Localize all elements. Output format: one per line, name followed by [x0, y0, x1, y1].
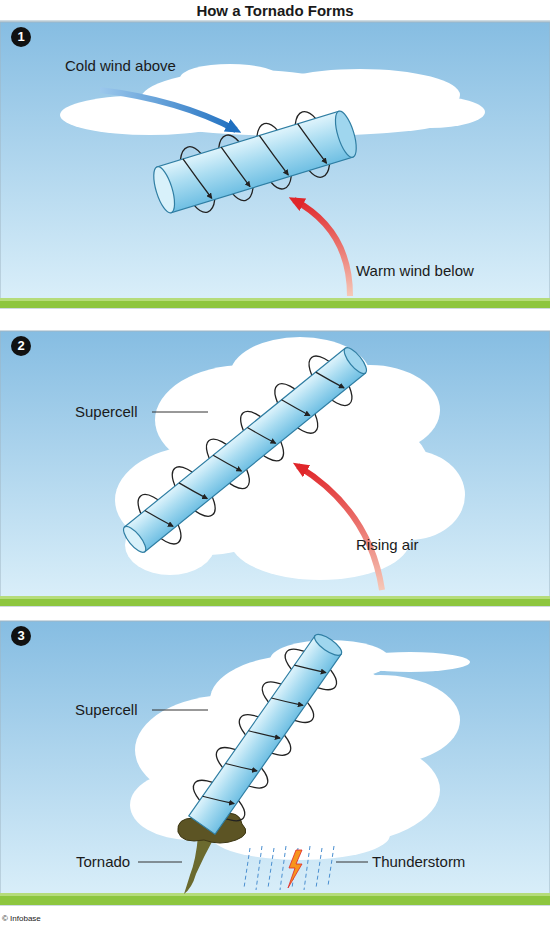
rotating-air-tube: [316, 365, 344, 396]
wind-label: Warm wind below: [356, 262, 474, 279]
rotating-air-tube: [179, 475, 207, 506]
supercell-cloud: [115, 337, 465, 580]
rotating-air-tube: [259, 131, 288, 180]
rotating-air-tube: [221, 143, 250, 192]
rising-air-arrow: [298, 466, 382, 590]
rotating-air-tube: [213, 448, 241, 479]
rotating-air-tube: [312, 631, 345, 659]
rotating-air-tube: [189, 636, 341, 835]
rain: [304, 846, 310, 890]
copyright-note: © Infobase: [2, 914, 41, 924]
rotating-air-tube: [247, 420, 275, 451]
step-number-circle: 2: [11, 336, 31, 356]
rising-air-arrow: [298, 466, 382, 590]
supercell-cloud: [350, 652, 470, 672]
wind-arrow: [100, 90, 350, 296]
ground-strip: [0, 893, 550, 905]
rotating-air-tube: [111, 334, 379, 567]
cloud: [180, 64, 280, 92]
step-number: 3: [17, 628, 24, 643]
rotating-air-tube: [282, 392, 310, 423]
part-label: Supercell: [75, 403, 138, 420]
rotating-air-tube: [294, 655, 325, 682]
rotating-air-tube: [298, 119, 327, 168]
sky-panel: [0, 22, 550, 308]
rotating-air-tube: [125, 348, 366, 552]
wind-arrow: [100, 90, 236, 130]
leader-line: [138, 710, 368, 862]
ground-strip: [0, 298, 550, 301]
ground-strip: [0, 298, 550, 308]
rain: [280, 846, 286, 890]
sky-panel: [0, 22, 550, 905]
frame-line: [0, 21, 550, 22]
rotating-air-tube: [203, 786, 234, 813]
supercell-cloud: [355, 450, 465, 540]
rotating-air-tube: [341, 344, 370, 376]
leader-line: [152, 412, 208, 413]
part-label: Tornado: [76, 853, 130, 870]
ground-strip: [0, 893, 550, 896]
step-number-circle: 1: [11, 27, 31, 47]
rain: [256, 846, 262, 890]
lightning-bolt: [288, 850, 302, 888]
ground-strip: [0, 298, 550, 905]
rotating-air-tube: [147, 99, 364, 224]
rain: [316, 848, 322, 888]
rotating-air-tube: [120, 523, 149, 555]
rotating-air-tube: [183, 154, 212, 203]
step-number-circle: 3: [11, 626, 31, 646]
wind-label: Cold wind above: [65, 57, 176, 74]
rotating-air-tube: [226, 754, 257, 781]
ground-strip: [0, 596, 550, 606]
leader-line: [152, 412, 208, 413]
rotating-air-tube: [331, 109, 360, 160]
frame-line: [0, 21, 550, 22]
tornado-funnel: [184, 836, 214, 894]
rotating-air-tube: [145, 503, 173, 534]
rotating-air-tube: [248, 721, 279, 748]
rotating-air-tube: [271, 688, 302, 715]
rain: [268, 848, 274, 888]
sky-panel: [0, 331, 550, 606]
leader-line: [138, 862, 182, 863]
lightning-bolt: [288, 850, 302, 888]
wind-arrow: [294, 200, 350, 296]
sky-panel: [0, 621, 550, 905]
step-number: 1: [17, 29, 24, 44]
ground-strip: [0, 596, 550, 599]
part-label: Supercell: [75, 701, 138, 718]
rotating-air-tube: [157, 111, 353, 212]
arrow-label: Rising air: [356, 536, 419, 553]
step-number: 2: [17, 338, 24, 353]
part-label: Thunderstorm: [372, 853, 465, 870]
rotating-air-tube: [177, 623, 356, 843]
leader-line: [152, 710, 208, 711]
rain: [244, 848, 250, 888]
rain: [244, 846, 334, 890]
rain: [328, 846, 334, 886]
leader-line: [336, 862, 368, 863]
diagram-title: How a Tornado Forms: [0, 2, 550, 19]
rotating-air-tube: [149, 164, 178, 215]
